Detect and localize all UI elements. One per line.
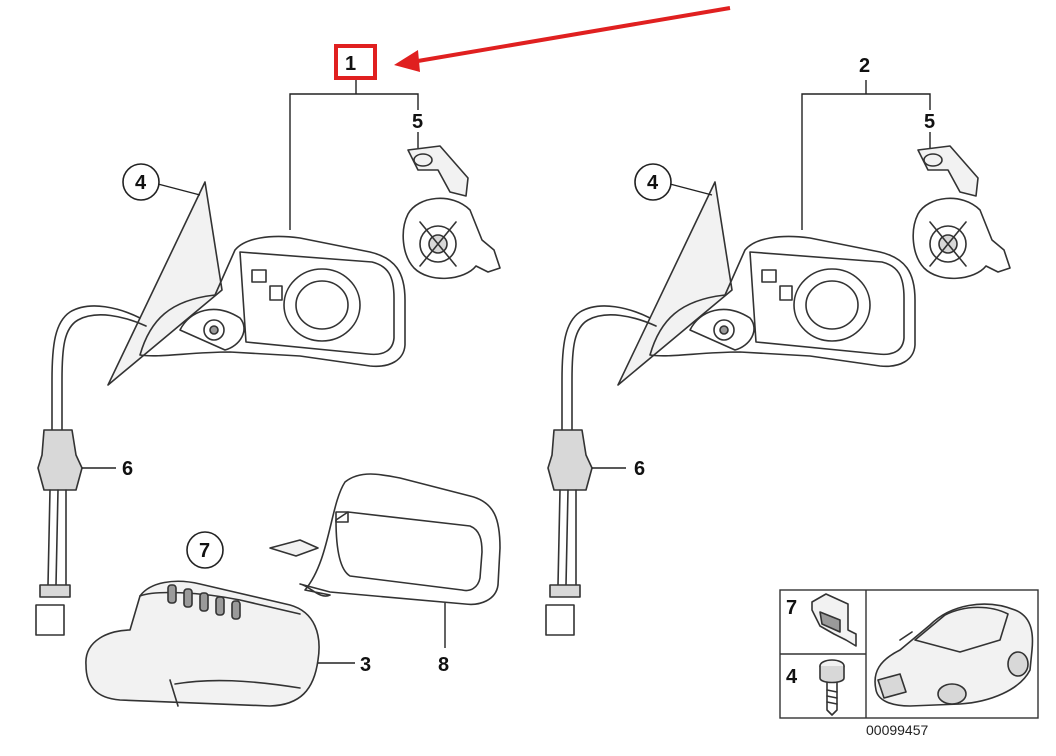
mirror-trim-clip bbox=[269, 539, 319, 557]
right-grommet bbox=[547, 429, 593, 491]
callout-4-right: 4 bbox=[647, 172, 659, 194]
left-actuator-spoke-b bbox=[419, 221, 457, 267]
right-cable bbox=[561, 305, 651, 431]
highlight-arrow-head bbox=[394, 50, 420, 72]
callout-6-left: 6 bbox=[122, 458, 133, 480]
left-mirror-glass bbox=[107, 181, 223, 386]
reference-code: 00099457 bbox=[866, 722, 929, 738]
right-actuator-bracket-hole bbox=[923, 153, 943, 167]
mirror-trim-outer bbox=[299, 473, 501, 606]
mirror-cap-lower-line bbox=[174, 679, 301, 689]
right-mirror-pivot bbox=[713, 319, 735, 341]
mirror-cap-indicator-slots bbox=[167, 584, 241, 620]
right-connector-collar bbox=[549, 584, 581, 598]
left-actuator-bracket-hole bbox=[413, 153, 433, 167]
callout-labels: 1 2 3 4 4 5 5 6 6 7 8 bbox=[122, 53, 935, 676]
right-mirror-motor-ring bbox=[793, 268, 871, 342]
left-connector bbox=[35, 604, 65, 636]
right-mirror-backplate bbox=[749, 251, 905, 356]
right-mirror-assembly bbox=[545, 145, 1011, 636]
callout-4-left: 4 bbox=[135, 172, 147, 194]
mirror-cap-shell bbox=[85, 580, 320, 707]
highlight-annotation bbox=[334, 6, 731, 80]
right-actuator-body bbox=[912, 197, 1011, 280]
callout-7-circle bbox=[186, 531, 224, 569]
mirror-trim-frame bbox=[269, 473, 501, 606]
left-mirror-backplate bbox=[239, 251, 395, 356]
right-mirror-base bbox=[689, 308, 755, 351]
right-mirror-pivot-center bbox=[719, 325, 729, 335]
callout-6-right: 6 bbox=[634, 458, 645, 480]
highlight-arrow-shaft bbox=[411, 6, 731, 64]
highlight-box bbox=[334, 44, 377, 80]
left-connector-collar bbox=[39, 584, 71, 598]
callout-4-left-circle bbox=[122, 163, 160, 201]
inset-panel: 7 4 bbox=[779, 589, 1039, 719]
left-mirror-motor-inner bbox=[295, 280, 349, 330]
mirror-trim-tab bbox=[335, 511, 349, 523]
left-mirror-tab-a bbox=[251, 269, 267, 283]
left-mirror-tab-b bbox=[269, 285, 283, 301]
inset-item-4: 4 bbox=[786, 666, 798, 688]
callout-4-right-circle bbox=[634, 163, 672, 201]
left-wire-a bbox=[47, 489, 51, 586]
left-actuator-drum bbox=[419, 225, 457, 263]
mirror-trim-inner bbox=[335, 511, 483, 592]
right-mirror-tab-a bbox=[761, 269, 777, 283]
right-wire-a bbox=[557, 489, 561, 586]
left-mirror-motor-ring bbox=[283, 268, 361, 342]
left-mirror-pivot bbox=[203, 319, 225, 341]
right-actuator-spoke-b bbox=[929, 221, 967, 267]
left-mirror-pivot-center bbox=[209, 325, 219, 335]
right-mirror-glass bbox=[617, 181, 733, 386]
callout-8: 8 bbox=[438, 654, 449, 676]
mirror-cap bbox=[85, 580, 320, 707]
left-mirror-assembly bbox=[35, 145, 501, 636]
leader-lines bbox=[82, 80, 931, 664]
callout-3: 3 bbox=[360, 654, 371, 676]
left-wire-b bbox=[55, 489, 59, 586]
right-mirror-motor-inner bbox=[805, 280, 859, 330]
left-actuator-body bbox=[402, 197, 501, 280]
inset-item-7: 7 bbox=[786, 597, 797, 619]
callout-5-left: 5 bbox=[412, 111, 423, 133]
inset-screw-4 bbox=[819, 659, 845, 716]
left-mirror-base bbox=[179, 308, 245, 351]
right-mirror-housing bbox=[649, 235, 916, 368]
callout-2: 2 bbox=[859, 55, 870, 77]
left-actuator-bracket bbox=[407, 145, 469, 197]
callout-1: 1 bbox=[345, 53, 356, 75]
inset-clip-7 bbox=[811, 593, 857, 647]
callout-7: 7 bbox=[199, 540, 210, 562]
right-mirror-tab-b bbox=[779, 285, 793, 301]
right-cable-inner bbox=[571, 314, 657, 431]
inset-car-icon bbox=[874, 603, 1034, 707]
left-cable-inner bbox=[61, 314, 147, 431]
right-actuator-bracket bbox=[917, 145, 979, 197]
right-wire-b bbox=[565, 489, 569, 586]
callout-5-right: 5 bbox=[924, 111, 935, 133]
right-connector bbox=[545, 604, 575, 636]
left-grommet bbox=[37, 429, 83, 491]
left-mirror-housing bbox=[139, 235, 406, 368]
left-cable bbox=[51, 305, 141, 431]
mirror-cap-seam bbox=[169, 679, 179, 707]
right-actuator-drum bbox=[929, 225, 967, 263]
